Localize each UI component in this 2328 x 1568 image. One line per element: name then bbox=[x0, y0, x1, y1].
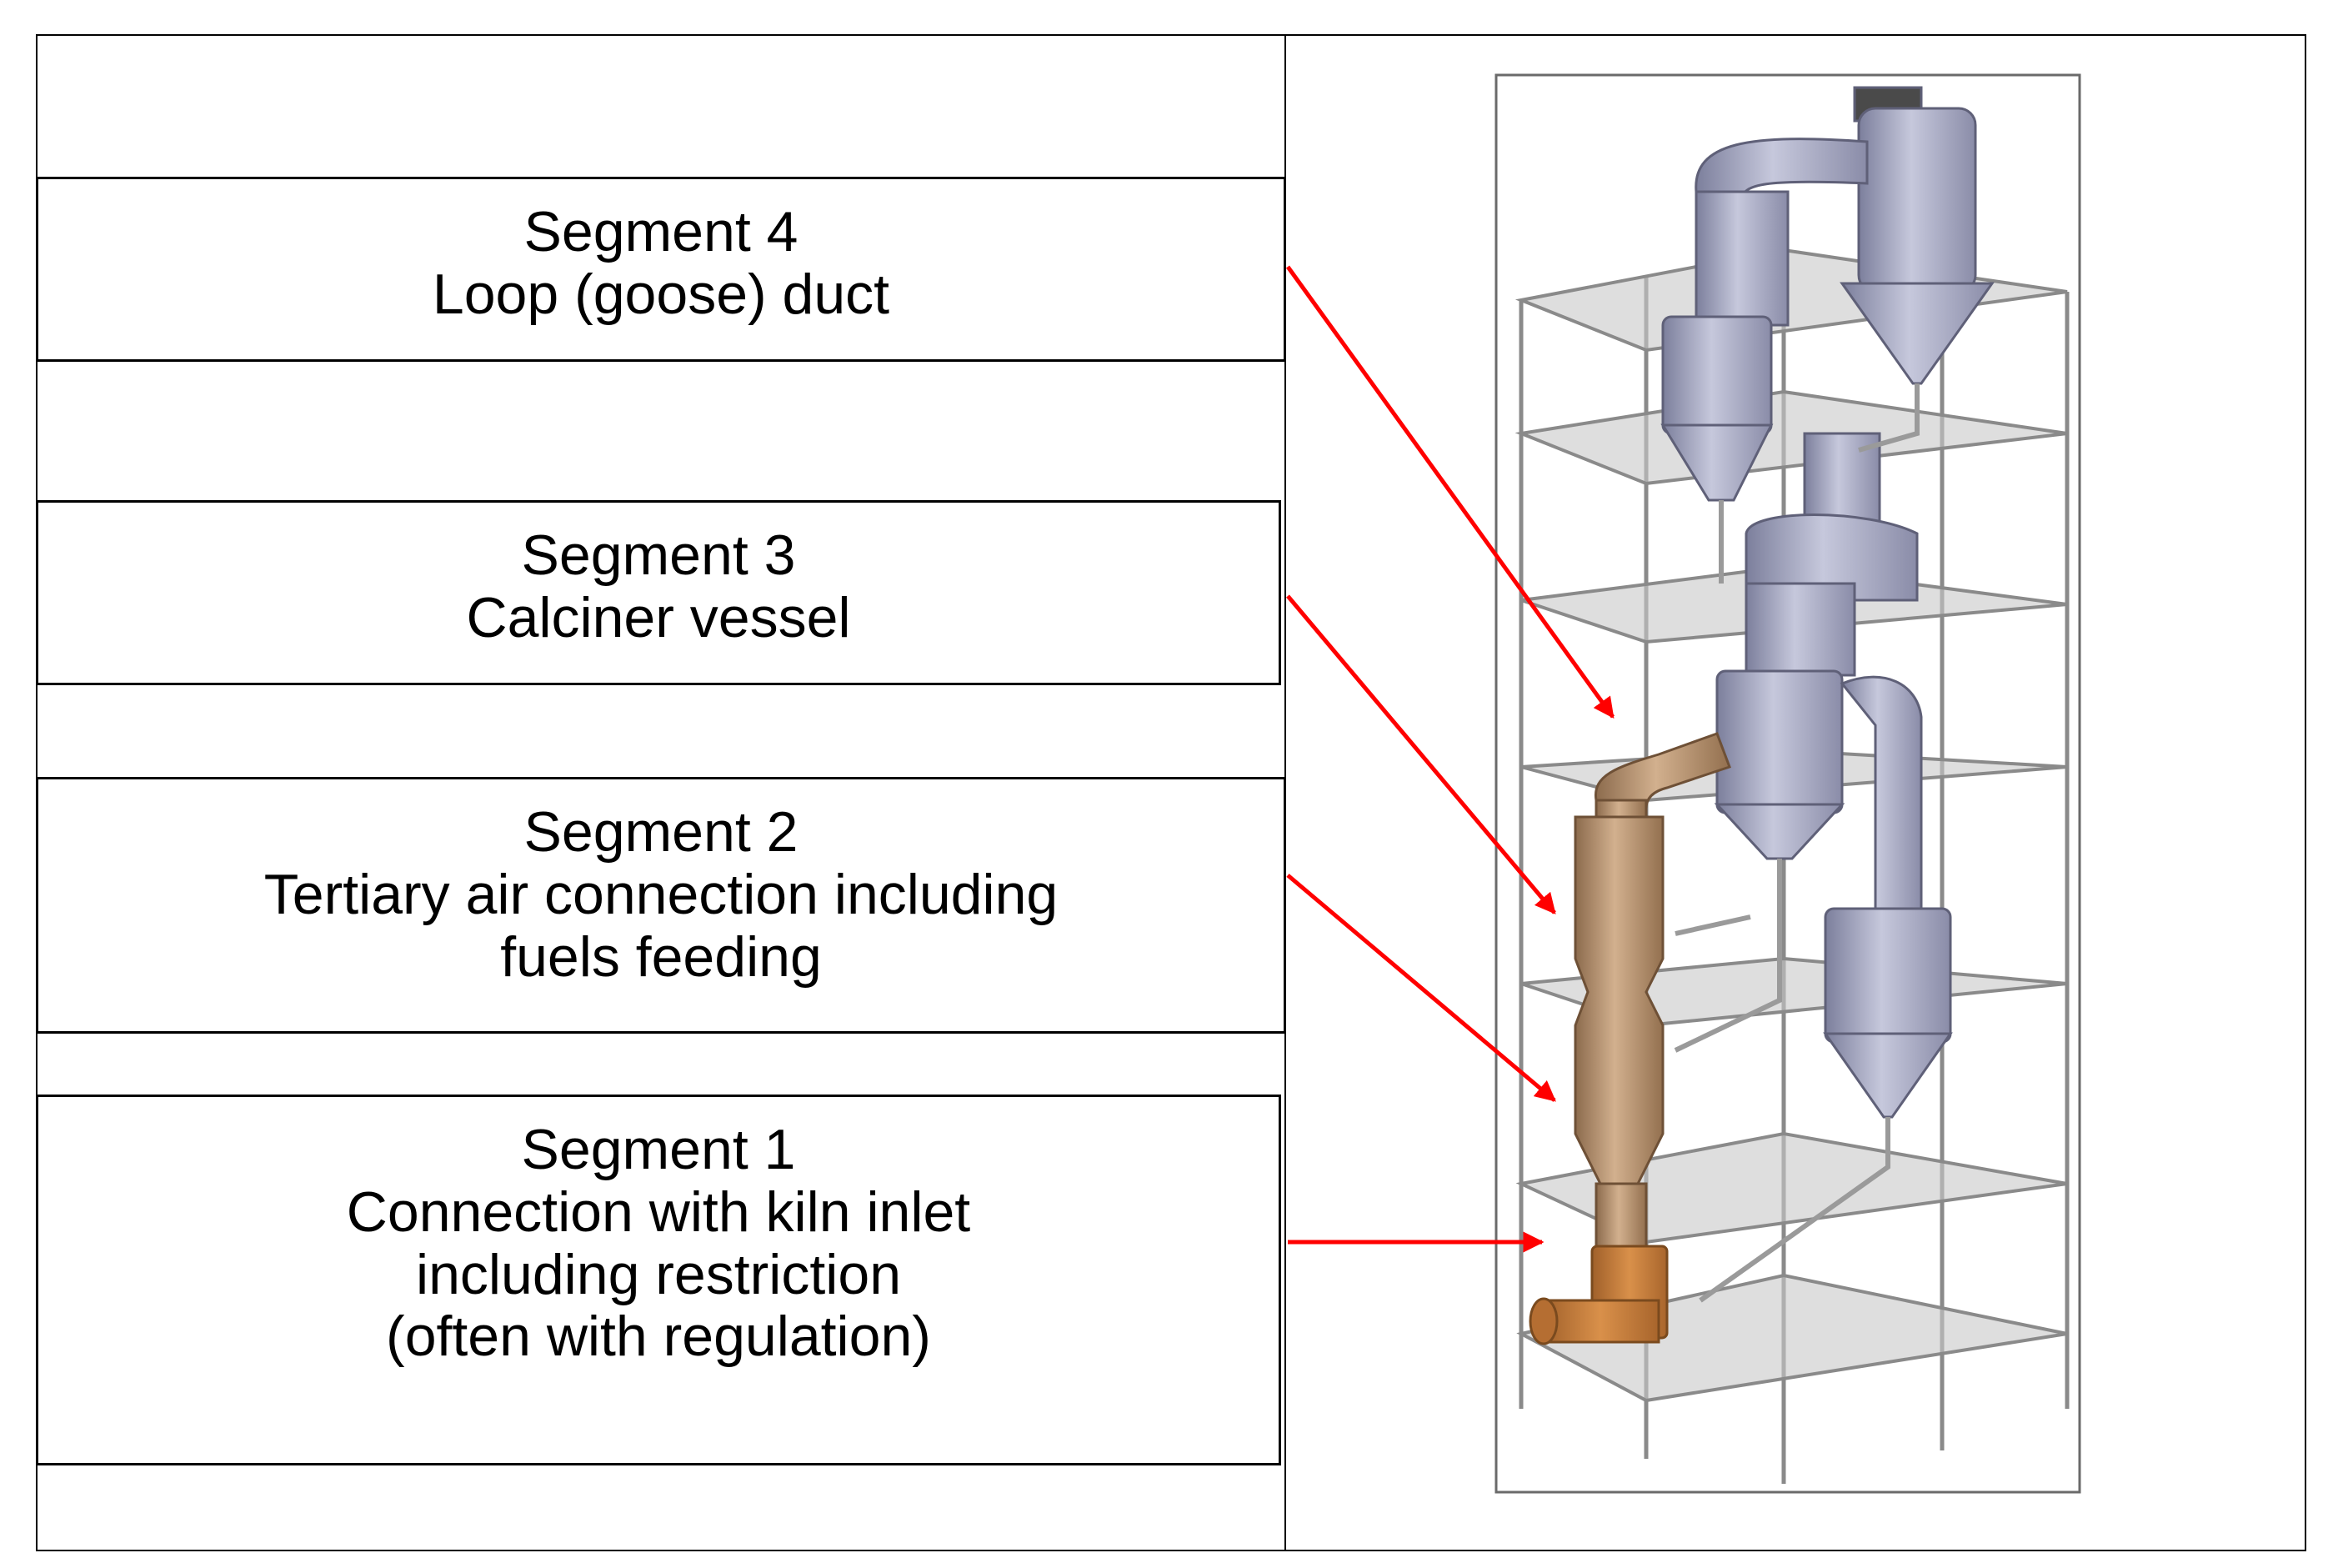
platform bbox=[1514, 389, 2068, 486]
arrow-segment-3 bbox=[1286, 594, 1556, 914]
third-cyclone bbox=[1745, 582, 1856, 677]
illustration-border bbox=[1494, 73, 2081, 1494]
segment-4-title: Segment 4 bbox=[523, 200, 799, 263]
segment-2-title: Segment 2 bbox=[523, 800, 799, 864]
calciner-outlet bbox=[1595, 799, 1648, 819]
kiln-inlet bbox=[1529, 1245, 1669, 1345]
fourth-cyclone-cone bbox=[1714, 803, 1845, 860]
segment-1-title: Segment 1 bbox=[521, 1118, 796, 1181]
kiln-inlet-opening bbox=[1529, 1297, 1559, 1345]
lower-riser bbox=[1840, 675, 1923, 919]
segment-1-box: Segment 1 Connection with kiln inlet inc… bbox=[36, 1095, 1281, 1465]
segment-4-description: Loop (goose) duct bbox=[432, 262, 890, 326]
fourth-cyclone bbox=[1715, 669, 1844, 814]
top-cyclone-cone bbox=[1840, 282, 1995, 385]
pointer-arrows bbox=[1285, 265, 1615, 1253]
riser-duct bbox=[1695, 190, 1790, 327]
second-cyclone-cone bbox=[1660, 423, 1774, 502]
platform bbox=[1514, 248, 2068, 353]
segment-3-description: Calciner vessel bbox=[466, 585, 851, 649]
second-cyclone bbox=[1661, 315, 1773, 435]
segment-2-box: Segment 2 Tertiary air connection includ… bbox=[36, 777, 1286, 1034]
third-cyclone-top bbox=[1745, 513, 1919, 602]
meal-pipe bbox=[1674, 859, 1782, 1053]
arrow-segment-4 bbox=[1285, 265, 1615, 719]
preheater-cyclones bbox=[1660, 86, 1995, 1119]
cyclone-riser bbox=[1695, 138, 1869, 202]
segment-4-box: Segment 4 Loop (goose) duct bbox=[36, 177, 1286, 362]
top-cyclone bbox=[1857, 107, 1977, 293]
segment-3-box: Segment 3 Calciner vessel bbox=[36, 500, 1281, 685]
segment-2-description: Tertiary air connection including fuels … bbox=[263, 862, 1059, 989]
segment-3-title: Segment 3 bbox=[521, 524, 796, 587]
bottom-cyclone bbox=[1824, 907, 1952, 1044]
calciner-throat bbox=[1595, 1182, 1648, 1252]
arrow-segment-2 bbox=[1286, 874, 1556, 1102]
bottom-cyclone-cone bbox=[1823, 1032, 1953, 1119]
segment-1-description: Connection with kiln inlet including res… bbox=[346, 1180, 971, 1369]
meal-pipe bbox=[1699, 1117, 1890, 1303]
meal-pipes bbox=[1674, 383, 1920, 1303]
calciner-vessel bbox=[1574, 815, 1665, 1185]
calciner bbox=[1574, 732, 1731, 1252]
kiln-inlet-chamber bbox=[1540, 1299, 1660, 1344]
meal-pipe bbox=[1858, 383, 1920, 453]
goose-neck-duct bbox=[1594, 732, 1731, 810]
fuel-pipe bbox=[1675, 914, 1751, 936]
